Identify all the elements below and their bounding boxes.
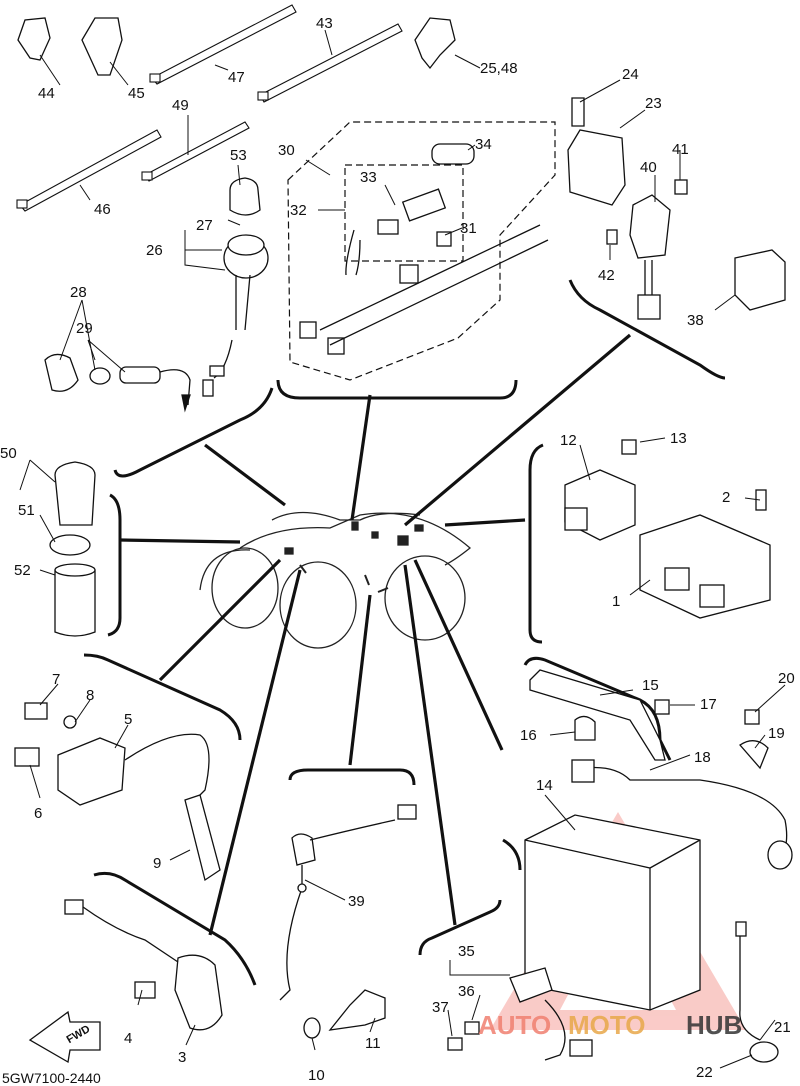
callout-4: 4 [124,1030,132,1047]
callout-15: 15 [642,677,659,694]
cover-52-part [54,569,96,637]
callout-43: 43 [316,15,333,32]
callout-11: 11 [365,1035,381,1052]
callout-2: 2 [722,489,730,506]
relay-40-part [629,194,671,259]
callout-3: 3 [178,1049,186,1066]
leader-lines [119,333,632,936]
clamp-48-part [414,17,456,70]
callout-19: 19 [768,725,785,742]
washer-10-part [303,1017,321,1039]
ignition-coil-5-part [57,737,126,806]
callout-leaders [19,29,786,1069]
fuse-box-35-part [509,967,553,1003]
callout-40: 40 [640,159,657,176]
callout-26: 26 [146,242,163,259]
callout-51: 51 [18,502,35,519]
watermark-moto: MOTO [568,1010,646,1040]
callout-9: 9 [153,855,161,872]
callout-42: 42 [598,267,615,284]
clamp-44-part [17,17,51,61]
cable-18-part [584,766,788,861]
callout-10: 10 [308,1067,325,1084]
callout-5: 5 [124,711,132,728]
battery-14-part [524,814,701,1011]
watermark-auto: AUTO [478,1010,551,1040]
strap-15-part [529,669,666,761]
cable-ties [16,4,403,212]
callout-53: 53 [230,147,247,164]
callout-33: 33 [360,169,377,186]
callout-37: 37 [432,999,449,1016]
callout-20: 20 [778,670,795,687]
catalog-code: 5GW7100-2440 [2,1070,101,1086]
callout-22: 22 [696,1064,713,1081]
neutral-switch-11-part [328,989,386,1031]
callout-45: 45 [128,85,145,102]
callout-6: 6 [34,805,42,822]
switch-39-part [291,833,316,866]
unit-38-part [734,249,786,311]
socket-cap-50-part [54,461,96,526]
relay-23-part [567,129,626,206]
callout-1: 1 [612,593,620,610]
callout-18: 18 [694,749,711,766]
callout-38: 38 [687,312,704,329]
callout-49: 49 [172,97,189,114]
callout-8: 8 [86,687,94,704]
callout-16: 16 [520,727,537,744]
callout-34: 34 [475,136,492,153]
wire-harness-group-30 [287,121,556,381]
callout-44: 44 [38,85,55,102]
watermark-hub: HUB [686,1010,742,1040]
callout-31: 31 [460,220,477,237]
callout-30: 30 [278,142,295,159]
callout-25-48: 25,48 [480,60,518,77]
callout-28: 28 [70,284,87,301]
atv-body-outline [199,511,472,649]
callout-46: 46 [94,201,111,218]
callout-29: 29 [76,320,93,337]
callout-23: 23 [645,95,662,112]
cdi-unit-1-part [639,514,771,619]
pickup-coil-3-part [174,954,223,1031]
watermark-text: AUTO MOTO HUB [478,1010,742,1040]
parts-drawings [14,4,793,1064]
callout-24: 24 [622,66,639,83]
callout-47: 47 [228,69,245,86]
callout-39: 39 [348,893,365,910]
callout-21: 21 [774,1019,791,1036]
plug-cap-9-part [184,794,221,882]
callout-7: 7 [52,671,60,688]
callout-13: 13 [670,430,687,447]
callout-27: 27 [196,217,213,234]
callout-12: 12 [560,432,577,449]
callout-50: 50 [0,445,17,462]
callout-17: 17 [700,696,717,713]
nut-51-part [49,534,91,556]
fwd-arrow [28,1010,101,1064]
callout-14: 14 [536,777,553,794]
cap-53-part [229,177,261,216]
callout-52: 52 [14,562,31,579]
callout-41: 41 [672,141,689,158]
group-brackets [83,279,726,986]
lamp-socket-28-part [44,353,79,392]
callouts: 44 45 47 43 25,48 49 46 53 27 26 28 29 3… [0,15,795,1084]
clamp-45-part [81,17,123,76]
callout-36: 36 [458,983,475,1000]
callout-32: 32 [290,202,307,219]
callout-35: 35 [458,943,475,960]
